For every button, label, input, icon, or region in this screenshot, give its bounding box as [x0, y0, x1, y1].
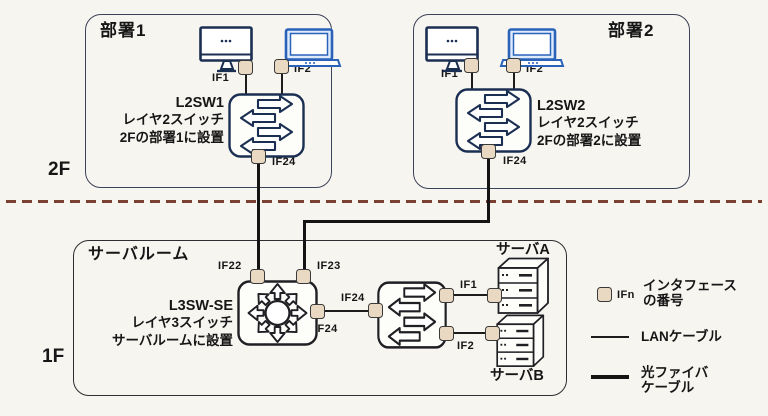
server-b-name: サーバB [490, 368, 544, 384]
dept1-laptop-computer-icon [276, 28, 342, 67]
dept2-switch-location: 2Fの部署2に設置 [537, 133, 642, 148]
l3-switch-location: サーバルームに設置 [112, 333, 233, 348]
l3-switch-icon [237, 280, 318, 346]
server-a-port [487, 288, 502, 303]
fiber-cable-l2sw2-to-l3sw-vertical-upper [487, 158, 490, 222]
lan-cable-dept1-pc2-to-l2sw1 [281, 73, 283, 94]
l3-switch-type: レイヤ3スイッチ [131, 315, 233, 330]
server-l2-switch-port-if24 [368, 303, 383, 318]
dept1-switch-location: 2Fの部署1に設置 [119, 130, 224, 145]
dept1-switch-port-if24-label: IF24 [272, 156, 296, 168]
dept2-switch-port-if24-label: IF24 [503, 155, 527, 167]
legend-interface-port-icon [597, 287, 612, 302]
dept2-pc1-port-if1 [464, 58, 479, 73]
floor-label-2f: 2F [48, 159, 71, 180]
dept1-switch-port-if24 [251, 149, 266, 164]
server-l2-switch-port-if1-label: IF1 [460, 279, 478, 291]
legend-interface-symbol: IFn [617, 289, 635, 301]
server-a-name: サーバA [496, 242, 550, 258]
server-l2-switch-port-if24-label: IF24 [341, 292, 365, 304]
dept1-pc2-port-label: IF2 [294, 63, 312, 75]
l3-switch-port-if24-label: IF24 [314, 323, 338, 335]
l3-switch-port-if23 [296, 269, 311, 284]
lan-cable-l2sw-to-server-b [454, 332, 488, 335]
lan-cable-l3sw-to-server-l2sw [325, 310, 370, 313]
dept1-pc1-port-label: IF1 [212, 72, 230, 84]
server-l2-switch-port-if1 [439, 288, 454, 303]
server-b-port [485, 326, 500, 341]
fiber-cable-l2sw1-to-l3sw-vertical [257, 163, 260, 273]
l3-switch-port-if23-label: IF23 [317, 260, 341, 272]
dept1-pc1-port-if1 [238, 60, 253, 75]
server-l2-switch-port-if2 [439, 326, 454, 341]
server-l2-switch-icon [377, 281, 447, 349]
dept2-pc2-port-if2 [506, 58, 521, 73]
legend-interface-label-line2: の番号 [643, 293, 684, 308]
server-a-icon [497, 257, 549, 314]
legend-fiber-cable-sample [591, 375, 629, 379]
legend-lan-label: LANケーブル [641, 329, 722, 344]
dept2-pc2-port-label: IF2 [526, 63, 544, 75]
dept1-desktop-computer-icon [199, 26, 253, 73]
dept2-switch-name: L2SW2 [537, 98, 586, 114]
dept1-l2-switch-icon [228, 93, 305, 158]
floor-divider-dashed-line [6, 200, 762, 203]
floor-label-1f: 1F [42, 346, 65, 367]
dept2-desktop-computer-icon [425, 26, 479, 73]
l3-switch-port-if24 [310, 304, 325, 319]
dept2-box [413, 14, 690, 189]
legend-interface-label-line1: インタフェース [643, 278, 737, 293]
fiber-cable-l2sw2-to-l3sw-horizontal [303, 220, 490, 223]
fiber-cable-l2sw2-to-l3sw-vertical-lower [303, 220, 306, 273]
lan-cable-dept2-pc1-to-l2sw2 [471, 73, 473, 89]
dept2-switch-type: レイヤ2スイッチ [537, 115, 639, 130]
server-l2-switch-port-if2-label: IF2 [457, 340, 475, 352]
lan-cable-dept1-pc1-to-l2sw1 [245, 74, 247, 94]
dept2-pc1-port-label: IF1 [441, 68, 459, 80]
lan-cable-dept2-pc2-to-l2sw2 [513, 72, 515, 89]
server-room-title: サーバルーム [88, 246, 190, 263]
dept1-switch-type: レイヤ2スイッチ [122, 112, 224, 127]
dept2-switch-port-if24 [481, 144, 496, 159]
legend-fiber-label-line2: ケーブル [641, 380, 695, 395]
legend-fiber-label-line1: 光ファイバ [641, 365, 709, 380]
server-room-box [73, 240, 567, 396]
server-b-icon [496, 314, 545, 367]
l3-switch-port-if22-label: IF22 [218, 260, 242, 272]
l3-switch-port-if22 [250, 269, 265, 284]
dept1-title: 部署1 [100, 21, 147, 40]
l3-switch-name: L3SW-SE [168, 298, 233, 314]
lan-cable-l2sw-to-server-a [454, 294, 490, 297]
legend-lan-cable-sample [591, 336, 629, 339]
dept2-title: 部署2 [608, 21, 655, 40]
dept2-laptop-computer-icon [499, 28, 565, 67]
dept1-pc2-port-if2 [274, 59, 289, 74]
dept1-switch-name: L2SW1 [175, 95, 224, 111]
dept1-box [85, 14, 332, 188]
